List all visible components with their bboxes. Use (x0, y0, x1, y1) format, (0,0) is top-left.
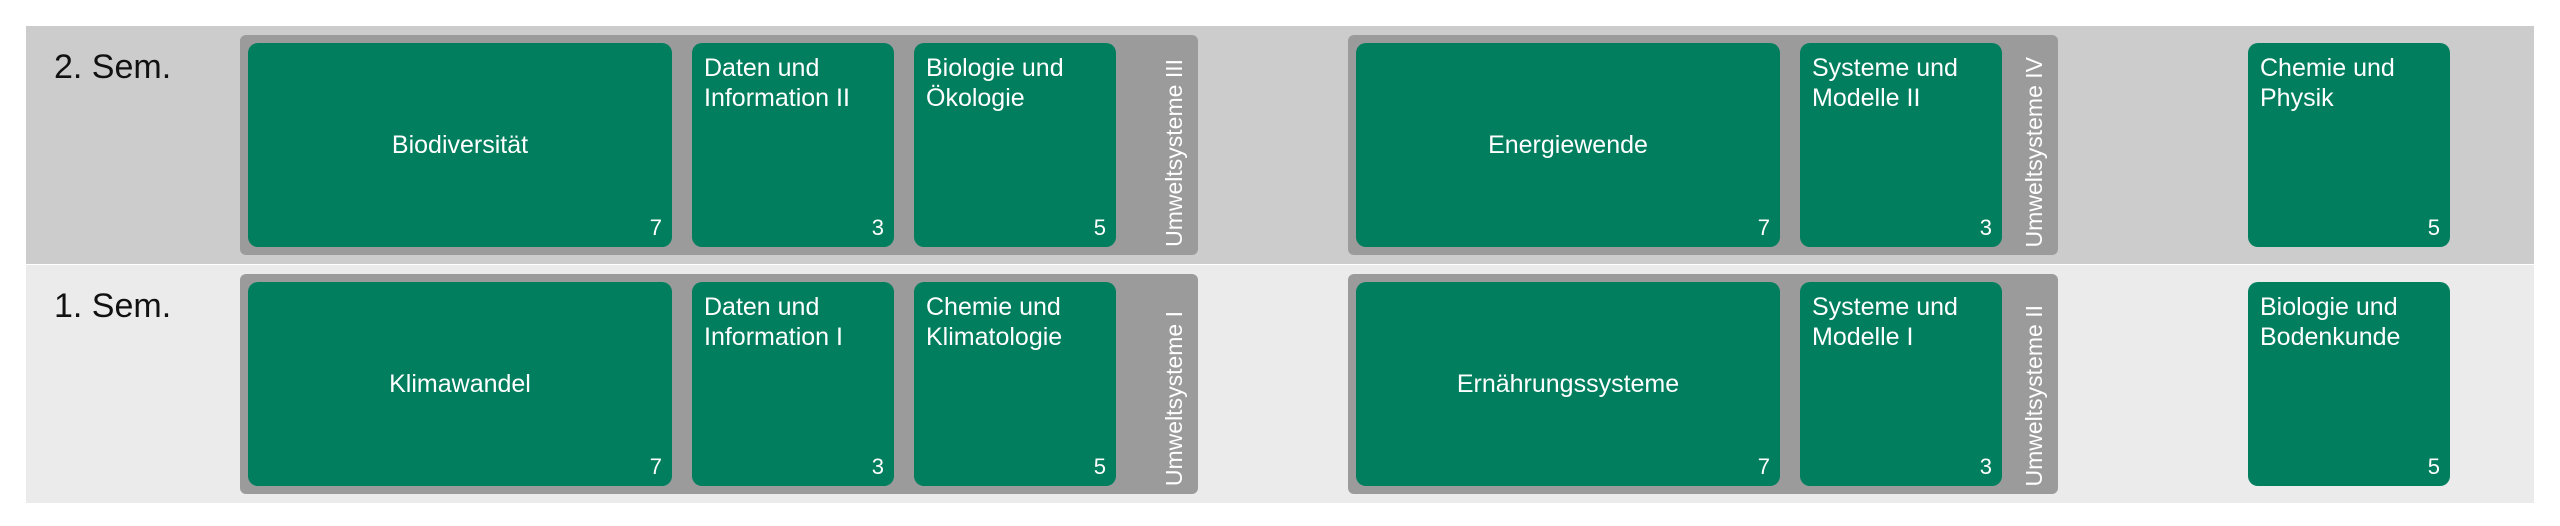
module-credits: 7 (1757, 454, 1770, 479)
group-label: Umweltsysteme I (1161, 310, 1187, 486)
module-tile[interactable]: Chemie und Klimatologie 5 (914, 282, 1116, 486)
module-group-umweltsysteme-iii: Biodiversität 7 Daten und Information II… (240, 35, 1198, 255)
module-credits: 3 (871, 454, 884, 479)
semester-label: 1. Sem. (54, 287, 172, 325)
module-name: Daten und Information I (704, 293, 843, 351)
group-label: Umweltsysteme II (2021, 304, 2047, 486)
module-name: Energiewende (1488, 131, 1648, 159)
module-name: Biodiversität (391, 131, 529, 159)
module-group-umweltsysteme-i: Klimawandel 7 Daten und Information I 3 … (240, 274, 1198, 494)
semester-row-2: 2. Sem. Biodiversität 7 Daten und Inform… (26, 26, 2534, 264)
module-tile[interactable]: Ernährungssysteme 7 (1356, 282, 1780, 486)
module-tile[interactable]: Biologie und Ökologie 5 (914, 43, 1116, 247)
module-credits: 7 (649, 215, 662, 240)
module-credits: 7 (1757, 215, 1770, 240)
module-credits: 5 (1093, 454, 1106, 479)
module-group-umweltsysteme-ii: Ernährungssysteme 7 Systeme und Modelle … (1348, 274, 2058, 494)
module-name: Biologie und Bodenkunde (2260, 293, 2401, 351)
group-label: Umweltsysteme IV (2021, 56, 2047, 247)
module-tile-standalone[interactable]: Biologie und Bodenkunde 5 (2248, 282, 2450, 486)
group-label: Umweltsysteme III (1161, 59, 1187, 247)
module-tile[interactable]: Daten und Information II 3 (692, 43, 894, 247)
module-credits: 3 (871, 215, 884, 240)
module-name: Chemie und Physik (2260, 54, 2395, 112)
module-name: Daten und Information II (704, 54, 850, 112)
module-credits: 3 (1979, 215, 1992, 240)
module-credits: 3 (1979, 454, 1992, 479)
module-name: Ernährungssysteme (1456, 370, 1680, 398)
module-credits: 5 (2427, 454, 2440, 479)
module-tile[interactable]: Biodiversität 7 (248, 43, 672, 247)
module-tile-standalone[interactable]: Chemie und Physik 5 (2248, 43, 2450, 247)
module-tile[interactable]: Systeme und Modelle II 3 (1800, 43, 2002, 247)
semester-row-1: 1. Sem. Klimawandel 7 Daten und Informat… (26, 265, 2534, 503)
module-credits: 5 (1093, 215, 1106, 240)
module-name: Chemie und Klimatologie (926, 293, 1063, 351)
module-name: Biologie und Ökologie (926, 54, 1064, 112)
module-tile[interactable]: Klimawandel 7 (248, 282, 672, 486)
module-group-umweltsysteme-iv: Energiewende 7 Systeme und Modelle II 3 … (1348, 35, 2058, 255)
module-tile[interactable]: Daten und Information I 3 (692, 282, 894, 486)
module-name: Klimawandel (389, 370, 531, 398)
module-credits: 7 (649, 454, 662, 479)
module-tile[interactable]: Energiewende 7 (1356, 43, 1780, 247)
semester-label: 2. Sem. (54, 48, 172, 86)
module-credits: 5 (2427, 215, 2440, 240)
module-name: Systeme und Modelle II (1812, 54, 1958, 112)
module-name: Systeme und Modelle I (1812, 293, 1958, 351)
module-tile[interactable]: Systeme und Modelle I 3 (1800, 282, 2002, 486)
